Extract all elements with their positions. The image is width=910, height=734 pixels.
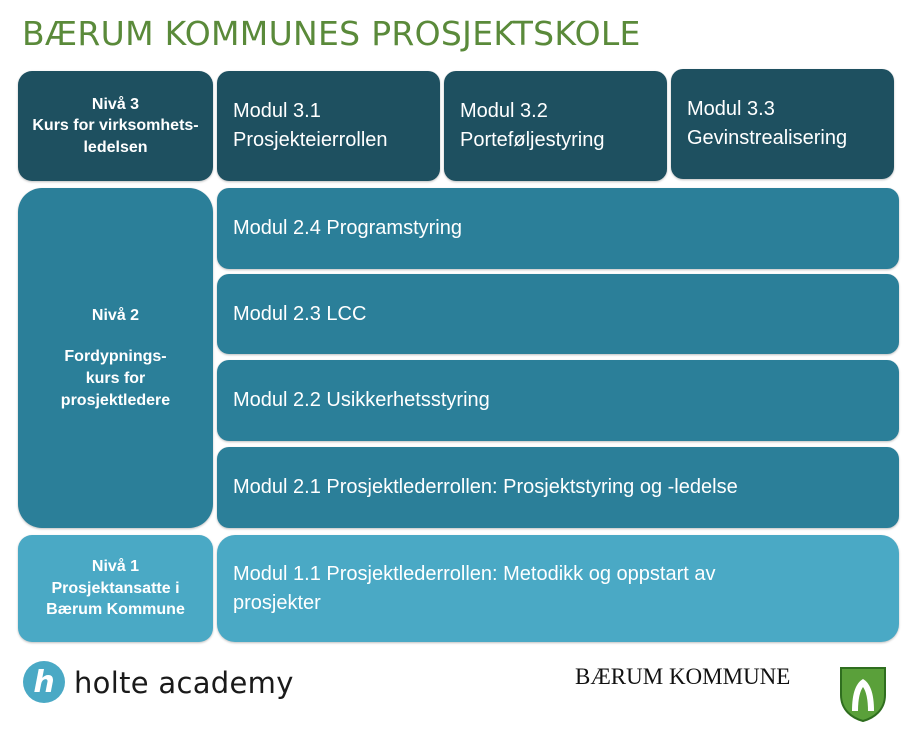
module-2-4: Modul 2.4 Programstyring bbox=[217, 188, 899, 269]
module-2-2: Modul 2.2 Usikkerhetsstyring bbox=[217, 360, 899, 441]
module-3-3: Modul 3.3 Gevinstrealisering bbox=[671, 69, 894, 179]
module-3-1: Modul 3.1 Prosjekteierrollen bbox=[217, 71, 440, 181]
level-2-desc-line3: prosjektledere bbox=[60, 391, 171, 409]
module-2-2-label: Modul 2.2 Usikkerhetsstyring bbox=[233, 389, 490, 411]
module-1-1-line2: prosjekter bbox=[233, 591, 321, 614]
module-3-3-number: Modul 3.3 bbox=[687, 98, 775, 120]
level-1-desc-line2: Bærum Kommune bbox=[46, 601, 185, 619]
baerum-kommune-text: BÆRUM KOMMUNE bbox=[575, 664, 791, 689]
level-1-desc-line1: Prosjektansatte i bbox=[51, 579, 180, 597]
level-3-label: Nivå 3 Kurs for virksomhets- ledelsen bbox=[18, 71, 213, 181]
holte-h-letter: h bbox=[33, 665, 54, 700]
module-3-1-number: Modul 3.1 bbox=[233, 100, 321, 122]
level-2-label: Nivå 2 Fordypnings- kurs for prosjektled… bbox=[18, 188, 213, 528]
module-1-1-line1: Modul 1.1 Prosjektlederrollen: Metodikk … bbox=[233, 562, 716, 585]
module-1-1: Modul 1.1 Prosjektlederrollen: Metodikk … bbox=[217, 535, 899, 642]
module-3-1-name: Prosjekteierrollen bbox=[233, 129, 388, 151]
module-2-4-label: Modul 2.4 Programstyring bbox=[233, 217, 462, 239]
module-3-3-name: Gevinstrealisering bbox=[687, 127, 848, 149]
module-3-2-name: Porteføljestyring bbox=[460, 129, 605, 151]
level-2-desc-line1: Fordypnings- bbox=[64, 348, 167, 366]
module-2-3: Modul 2.3 LCC bbox=[217, 274, 899, 354]
holte-academy-logo: h holte academy bbox=[22, 660, 322, 710]
level-1-name: Nivå 1 bbox=[91, 558, 140, 576]
module-2-1-label: Modul 2.1 Prosjektlederrollen: Prosjekts… bbox=[233, 476, 738, 498]
holte-h-icon: h bbox=[23, 661, 65, 703]
baerum-shield-icon bbox=[840, 667, 886, 723]
module-3-2: Modul 3.2 Porteføljestyring bbox=[444, 71, 667, 181]
level-3-desc-line1: Kurs for virksomhets- bbox=[32, 117, 199, 135]
module-2-1: Modul 2.1 Prosjektlederrollen: Prosjekts… bbox=[217, 447, 899, 528]
module-3-2-number: Modul 3.2 bbox=[460, 100, 548, 122]
level-3-name: Nivå 3 bbox=[91, 95, 140, 113]
page-title: BÆRUM KOMMUNES PROSJEKTSKOLE bbox=[22, 14, 641, 53]
level-2-name: Nivå 2 bbox=[91, 306, 140, 324]
level-3-desc-line2: ledelsen bbox=[83, 138, 148, 156]
level-1-label: Nivå 1 Prosjektansatte i Bærum Kommune bbox=[18, 535, 213, 642]
level-2-desc-line2: kurs for bbox=[85, 370, 146, 387]
module-2-3-label: Modul 2.3 LCC bbox=[233, 302, 367, 325]
holte-academy-text: holte academy bbox=[74, 666, 294, 700]
